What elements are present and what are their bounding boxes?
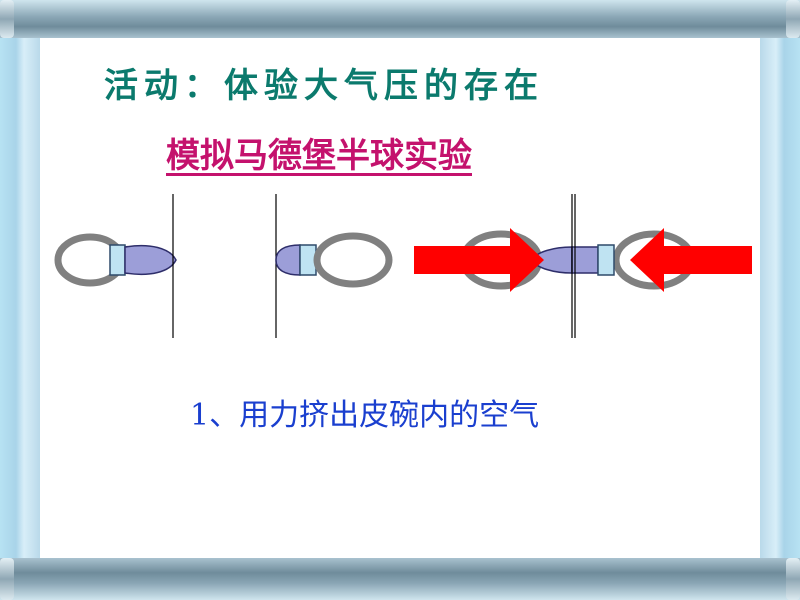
slide-canvas: 活动：体验大气压的存在 模拟马德堡半球实验 (40, 38, 760, 558)
frame-right-border (760, 0, 800, 600)
cup-dome (275, 244, 301, 276)
slide-subtitle: 模拟马德堡半球实验 (166, 136, 472, 176)
suction-cup-1 (54, 233, 177, 287)
force-arrow-left (630, 228, 752, 292)
cup-base (597, 244, 615, 276)
roller-end-cap (0, 558, 14, 600)
pull-ring (313, 232, 393, 288)
frame-left-border (0, 0, 40, 600)
hemisphere-diagram (54, 194, 752, 338)
cup-base (109, 244, 126, 276)
roller-end-cap (0, 0, 14, 38)
top-scroll-roller (0, 0, 800, 38)
slide-title: 活动：体验大气压的存在 (104, 66, 544, 106)
bottom-scroll-roller (0, 558, 800, 600)
suction-cup-2 (275, 232, 393, 288)
force-arrow-right (414, 228, 544, 292)
cup-dome (571, 246, 599, 274)
cup-dome (124, 244, 177, 276)
roller-end-cap (786, 558, 800, 600)
roller-end-cap (786, 0, 800, 38)
joined-hemispheres (414, 194, 752, 338)
step-caption: 1、用力挤出皮碗内的空气 (190, 398, 540, 433)
